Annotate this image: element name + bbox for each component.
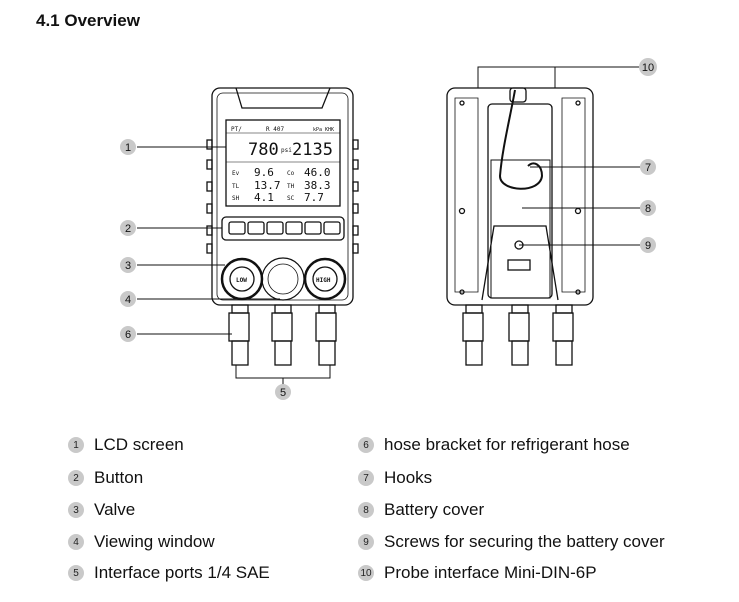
callout-6: 6 [120, 326, 136, 342]
mode-button[interactable] [266, 221, 284, 235]
svg-text:TL: TL [232, 183, 240, 190]
svg-text:4: 4 [125, 294, 131, 306]
callout-9: 9 [640, 237, 656, 253]
callout-10: 10 [639, 58, 657, 76]
low-label: LOW [236, 277, 247, 284]
svg-text:9: 9 [645, 240, 651, 252]
front-view [206, 87, 359, 366]
zero-button[interactable] [304, 221, 322, 235]
svg-text:7: 7 [645, 162, 651, 174]
light-button[interactable] [228, 221, 246, 235]
callout-5: 5 [275, 384, 291, 400]
svg-text:SH: SH [232, 195, 240, 202]
lcd-screen [225, 119, 341, 207]
svg-text:9.6: 9.6 [254, 166, 274, 179]
svg-text:10: 10 [642, 62, 654, 74]
lcd-pressure-high: 2135 [292, 140, 333, 160]
overview-diagram: PT/ R 407 kPa KHK 780 psi 2135 Ev 9.6 Co… [120, 58, 657, 400]
lcd-pressure-low: 780 [248, 140, 279, 160]
lcd-top-left: PT/ [231, 126, 242, 133]
hook [498, 89, 544, 190]
svg-text:SC: SC [287, 195, 295, 202]
high-valve-knob[interactable] [303, 257, 347, 301]
svg-text:6: 6 [125, 329, 131, 341]
callout-1: 1 [120, 139, 136, 155]
back-view [446, 87, 594, 366]
leader-lines [137, 66, 640, 385]
svg-text:1: 1 [125, 142, 131, 154]
svg-text:TH: TH [287, 183, 295, 190]
lcd-content: PT/ R 407 kPa KHK 780 psi 2135 Ev 9.6 Co… [231, 126, 334, 284]
svg-text:7.7: 7.7 [304, 191, 324, 204]
svg-text:3: 3 [125, 260, 131, 272]
svg-text:Ev: Ev [232, 170, 240, 177]
temperature-button[interactable] [323, 221, 341, 235]
high-label: HIGH [316, 277, 331, 284]
page-title: 4.1 Overview [36, 11, 140, 30]
svg-text:Co: Co [287, 170, 295, 177]
callout-4: 4 [120, 291, 136, 307]
svg-text:38.3: 38.3 [304, 179, 331, 192]
callout-2: 2 [120, 220, 136, 236]
unit-button[interactable] [247, 221, 265, 235]
front-ports [228, 304, 337, 366]
callout-badges: 1 2 3 4 6 5 10 7 8 9 [120, 58, 657, 400]
refrigerant-button[interactable] [285, 221, 303, 235]
lcd-pressure-unit: psi [281, 147, 292, 154]
back-ports [462, 304, 574, 366]
svg-text:2: 2 [125, 223, 131, 235]
svg-text:13.7: 13.7 [254, 179, 281, 192]
battery-cover [481, 225, 559, 301]
callout-3: 3 [120, 257, 136, 273]
svg-text:46.0: 46.0 [304, 166, 331, 179]
callout-8: 8 [640, 200, 656, 216]
lcd-refrigerant: R 407 [266, 126, 284, 133]
svg-text:5: 5 [280, 387, 286, 399]
svg-text:8: 8 [645, 203, 651, 215]
callout-7: 7 [640, 159, 656, 175]
svg-text:4.1: 4.1 [254, 191, 274, 204]
lcd-unit: kPa KHK [313, 127, 334, 133]
